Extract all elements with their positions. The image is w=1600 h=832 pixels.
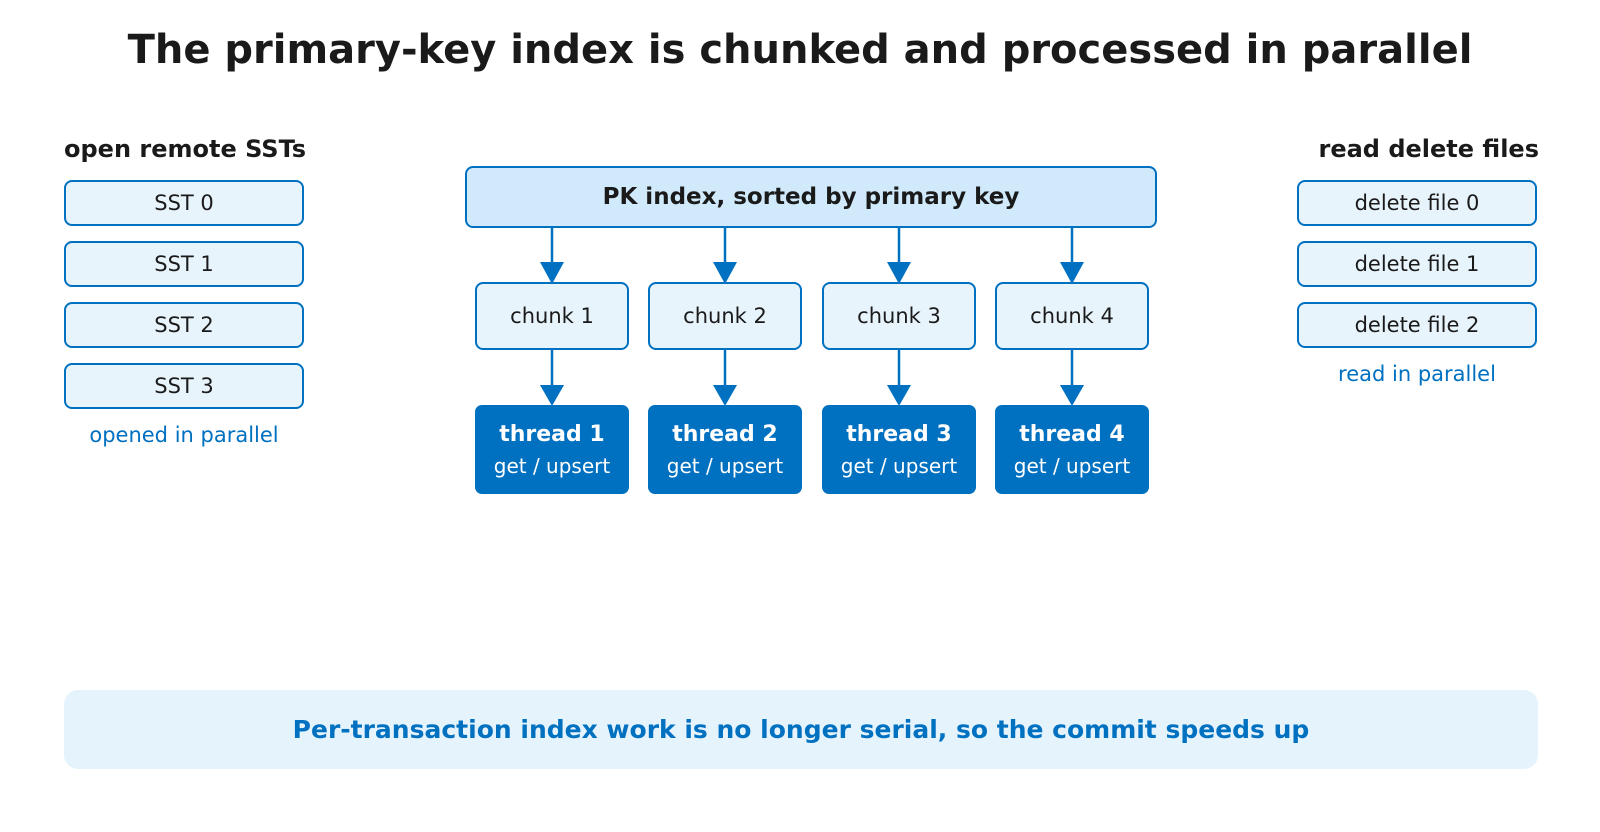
delete-file-box: delete file 2	[1297, 302, 1537, 348]
thread-operation: get / upsert	[840, 454, 958, 478]
sst-box: SST 2	[64, 302, 304, 348]
conclusion-banner: Per-transaction index work is no longer …	[64, 690, 1538, 769]
delete-file-box: delete file 1	[1297, 241, 1537, 287]
arrowhead	[887, 262, 911, 284]
arrowhead	[713, 385, 737, 406]
sst-box: SST 3	[64, 363, 304, 409]
chunk-box: chunk 4	[995, 282, 1149, 350]
arrowhead	[713, 262, 737, 284]
thread-box: thread 2 get / upsert	[648, 405, 802, 494]
delete-files-parallel-note: read in parallel	[1338, 362, 1496, 386]
arrowhead	[540, 385, 564, 406]
delete-file-box: delete file 0	[1297, 180, 1537, 226]
thread-name: thread 4	[1019, 422, 1125, 447]
thread-name: thread 3	[846, 422, 952, 447]
thread-box: thread 1 get / upsert	[475, 405, 629, 494]
diagram-title: The primary-key index is chunked and pro…	[127, 27, 1473, 73]
delete-files-column-heading: read delete files	[1318, 135, 1540, 163]
chunk-box: chunk 1	[475, 282, 629, 350]
chunk-box: chunk 3	[822, 282, 976, 350]
arrowhead	[540, 262, 564, 284]
thread-name: thread 2	[672, 422, 778, 447]
arrowhead	[887, 385, 911, 406]
pk-index-box: PK index, sorted by primary key	[465, 166, 1157, 228]
arrowhead	[1060, 385, 1084, 406]
thread-box: thread 4 get / upsert	[995, 405, 1149, 494]
sst-box: SST 1	[64, 241, 304, 287]
thread-operation: get / upsert	[666, 454, 784, 478]
thread-operation: get / upsert	[493, 454, 611, 478]
thread-operation: get / upsert	[1013, 454, 1131, 478]
sst-parallel-note: opened in parallel	[89, 423, 279, 447]
sst-box: SST 0	[64, 180, 304, 226]
arrowhead	[1060, 262, 1084, 284]
chunk-box: chunk 2	[648, 282, 802, 350]
thread-box: thread 3 get / upsert	[822, 405, 976, 494]
sst-column-heading: open remote SSTs	[64, 135, 307, 163]
thread-name: thread 1	[499, 422, 605, 447]
